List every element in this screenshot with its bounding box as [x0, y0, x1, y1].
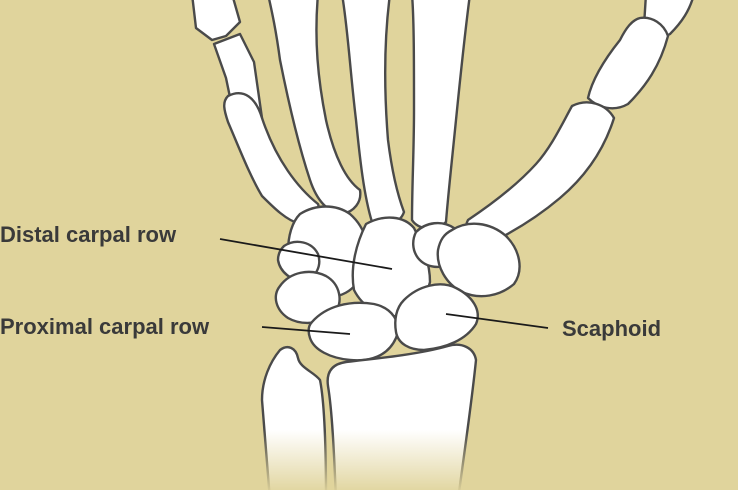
leader-lines	[219, 238, 549, 335]
scaphoid-label: Scaphoid	[562, 316, 662, 341]
leader-proximal-carpal-row	[261, 326, 351, 335]
forearm-fade	[250, 430, 490, 490]
leader-distal-carpal-row	[219, 238, 393, 270]
trapezium	[436, 222, 521, 298]
forearm-bones	[250, 343, 490, 490]
metacarpal-bones	[223, 0, 471, 230]
lunate	[307, 301, 399, 362]
proximal-carpal-row-label: Proximal carpal row	[0, 314, 210, 339]
leader-scaphoid	[445, 313, 549, 329]
thumb-proximal-phalanx	[586, 16, 670, 110]
thumb-bones	[464, 0, 694, 250]
scaphoid	[394, 283, 479, 352]
second-metacarpal	[410, 0, 471, 230]
distal-carpal-row-label: Distal carpal row	[0, 222, 177, 247]
